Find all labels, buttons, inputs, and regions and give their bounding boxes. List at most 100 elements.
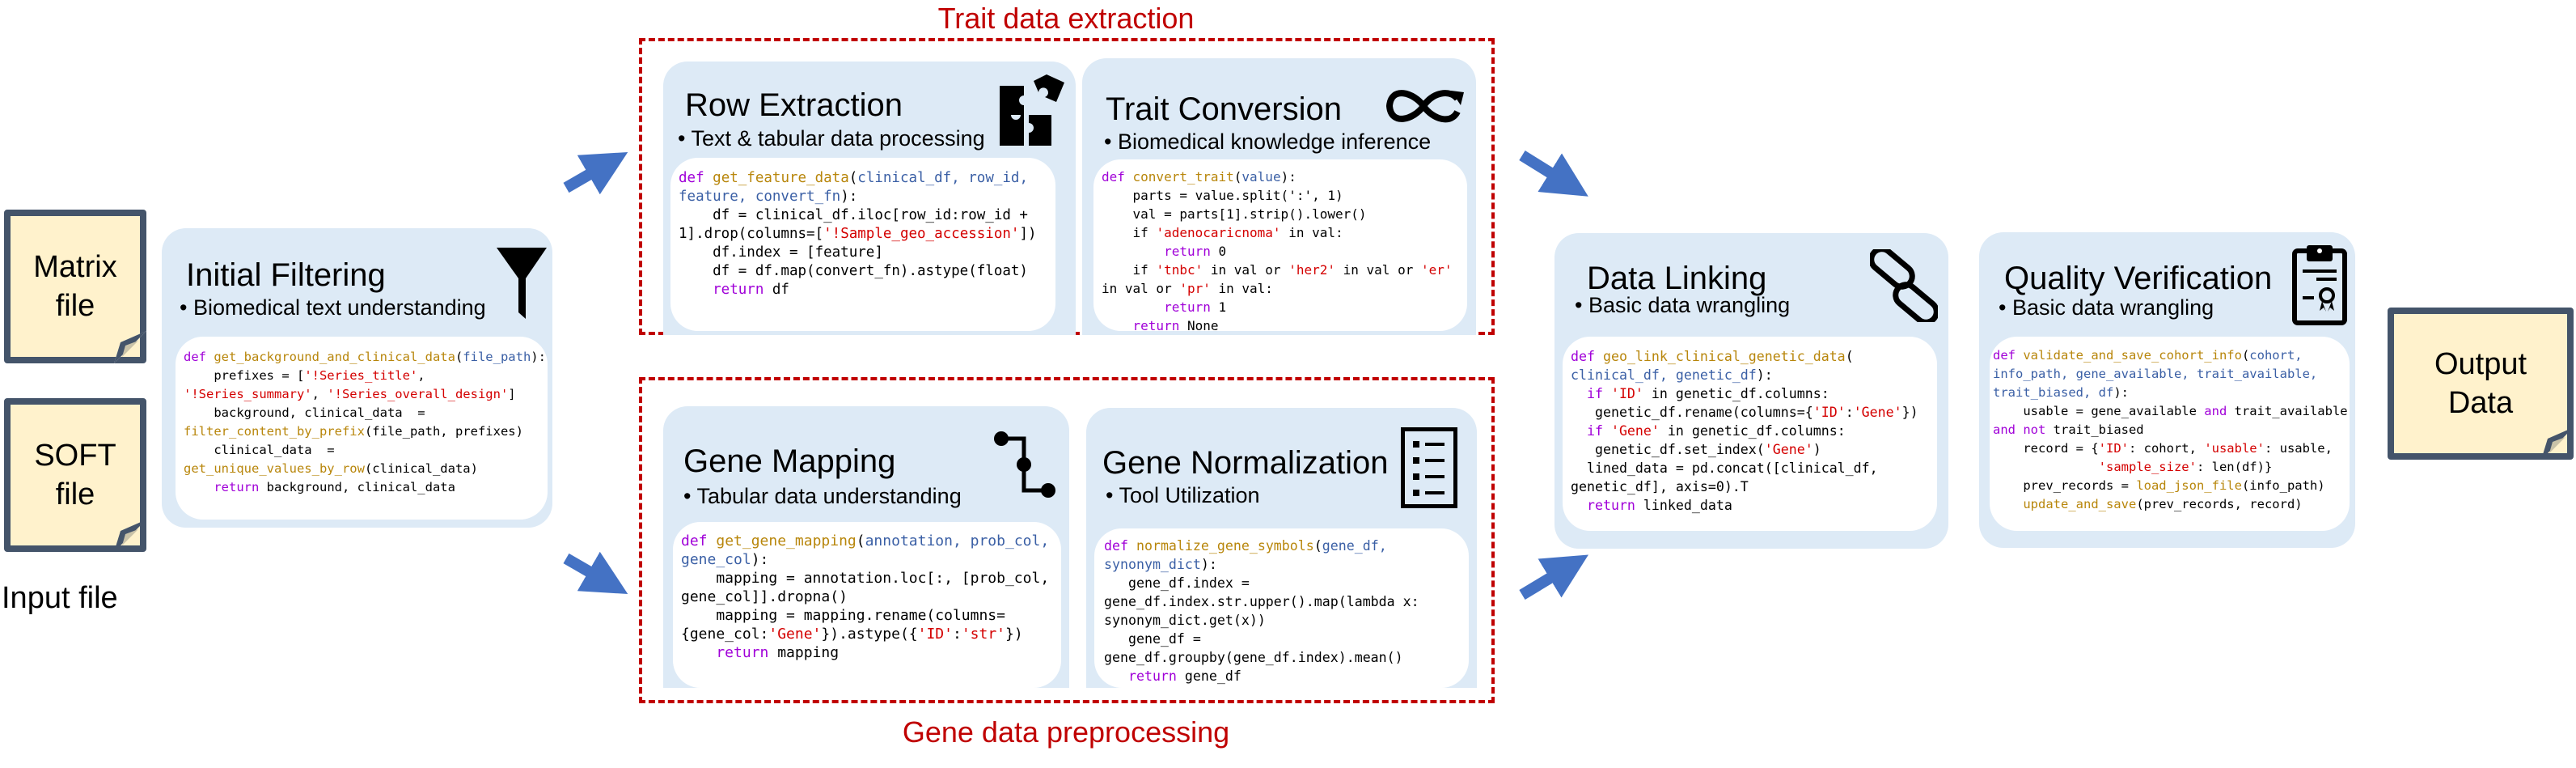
code-token: ( [1845, 349, 1854, 364]
output-data-node: Output Data [2388, 308, 2574, 460]
code-line: if 'ID' in genetic_df.columns: [1571, 384, 1937, 403]
step-skill: Basic data wrangling [1999, 295, 2214, 320]
code-token: load_json_file [2136, 478, 2242, 493]
code-token: ): [1756, 367, 1773, 383]
code-line: {gene_col:'Gene'}).astype({'ID':'str'}) [681, 625, 1061, 643]
code-line: def validate_and_save_cohort_info(cohort… [1993, 346, 2350, 365]
code-line: parts = value.split(':', 1) [1102, 186, 1467, 205]
code-token: 'ID' [2098, 441, 2129, 456]
code-token: and [2204, 404, 2227, 418]
code-token: : usable, [2264, 441, 2333, 456]
code-line: if 'adenocaricnoma' in val: [1102, 223, 1467, 242]
step-title: Data Linking [1587, 261, 1767, 296]
code-line: mapping = mapping.rename(columns= [681, 606, 1061, 625]
code-token: validate_and_save_cohort_info [2023, 348, 2242, 363]
code-token: ]) [1019, 226, 1037, 242]
code-token: }) [1005, 626, 1023, 643]
arrow-to-gene-preprocessing [563, 551, 628, 594]
code-line: '!Series_summary', '!Series_overall_desi… [184, 385, 548, 404]
code-token: gene_df = [1104, 631, 1201, 647]
code-line: def convert_trait(value): [1102, 168, 1467, 186]
code-token: usable = gene_available [1993, 404, 2205, 418]
code-token: 'ID' [1610, 386, 1643, 401]
code-token: ): [531, 350, 546, 364]
code-token: in val or [1102, 281, 1180, 296]
code-token: in val: [1280, 225, 1343, 240]
code-token: : len(df)} [2196, 460, 2273, 474]
code-token: '!Series_overall_design' [327, 387, 509, 401]
code-token: clinical_df, genetic_df [1571, 367, 1757, 383]
code-token: gene_col [681, 551, 751, 568]
page-fold-icon [2541, 427, 2574, 460]
code-token: update_and_save [1993, 497, 2137, 511]
code-token: 'Gene' [768, 626, 822, 643]
code-token: ( [455, 350, 463, 364]
code-token: 'Gene' [1764, 442, 1813, 457]
code-line: genetic_df.rename(columns={'ID':'Gene'}) [1571, 403, 1937, 422]
code-line: update_and_save(prev_records, record) [1993, 495, 2350, 514]
code-token: record = { [1993, 441, 2099, 456]
step-skill: Tabular data understanding [683, 484, 961, 509]
list-icon [1401, 427, 1457, 508]
code-token: genetic_df.rename(columns={ [1571, 405, 1813, 420]
code-token: trait_available [2227, 404, 2348, 418]
code-token: (prev_records, record) [2136, 497, 2303, 511]
output-label-2: Data [2447, 386, 2514, 420]
code-line: prev_records = load_json_file(info_path) [1993, 477, 2350, 495]
code-line: 'sample_size': len(df)} [1993, 458, 2350, 477]
arrow-trait-to-linking [1519, 151, 1588, 197]
code-line: clinical_df, genetic_df): [1571, 366, 1937, 384]
code-line: and not trait_biased [1993, 421, 2350, 439]
code-token: get_gene_mapping [716, 533, 857, 549]
code-token: : cohort, [2128, 441, 2205, 456]
input-file-label: Input file [2, 581, 118, 615]
code-token: def [1571, 349, 1603, 364]
code-token: if [1102, 262, 1157, 278]
code-token: parts = value.split(':', 1) [1102, 188, 1343, 203]
code-token: df [763, 282, 789, 298]
step-skill: Text & tabular data processing [678, 126, 984, 151]
code-token: gene_df, [1322, 538, 1387, 554]
code-token: {gene_col: [681, 626, 769, 643]
code-line: gene_df.groupby(gene_df.index).mean() [1104, 648, 1469, 667]
code-token: in genetic_df.columns: [1643, 386, 1829, 401]
code-token: 'her2' [1288, 262, 1335, 278]
code-token: ] [508, 387, 516, 401]
code-token: gene_df.index.str.upper().map(lambda x: [1104, 594, 1419, 609]
code-token: filter_content_by_prefix [184, 424, 365, 439]
code-token: 'tnbc' [1156, 262, 1203, 278]
code-token: : [1845, 405, 1854, 420]
code-line: get_unique_values_by_row(clinical_data) [184, 460, 548, 478]
code-token: : [952, 626, 962, 643]
code-token: df = df.map(convert_fn).astype(float) [679, 263, 1028, 279]
code-token: value [1241, 169, 1281, 185]
code-line: prefixes = ['!Series_title', [184, 367, 548, 385]
code-token: in val or [1335, 262, 1421, 278]
code-token: 'sample_size' [2098, 460, 2197, 474]
code-token: 'str' [961, 626, 1006, 643]
code-token: ( [2241, 348, 2250, 363]
code-token: def [681, 533, 717, 549]
node-path-icon [994, 431, 1055, 498]
code-line: clinical_data = [184, 441, 548, 460]
code-token: 'Gene' [1610, 423, 1660, 439]
code-token: }) [1901, 405, 1918, 420]
code-token: if [1102, 225, 1157, 240]
step-title: Initial Filtering [186, 257, 386, 293]
code-line: val = parts[1].strip().lower() [1102, 205, 1467, 223]
code-token: , [417, 368, 425, 383]
code-token: 'er' [1420, 262, 1453, 278]
code-token: ): [2113, 385, 2129, 400]
code-token: and not [1993, 422, 2046, 437]
gene-normalization-code: def normalize_gene_symbols(gene_df,synon… [1094, 528, 1469, 688]
code-token: in val or [1203, 262, 1289, 278]
matrix-file-label-2: file [55, 289, 95, 323]
code-line: genetic_df], axis=0).T [1571, 477, 1937, 496]
clipboard-certificate-icon [2292, 245, 2347, 325]
arrow-gene-to-linking [1519, 554, 1588, 600]
code-line: gene_df.index.str.upper().map(lambda x: [1104, 592, 1469, 611]
code-token: gene_col]].dropna() [681, 588, 848, 605]
step-title: Trait Conversion [1106, 91, 1342, 127]
code-token: linked_data [1635, 498, 1732, 513]
code-token: mapping [768, 644, 840, 661]
